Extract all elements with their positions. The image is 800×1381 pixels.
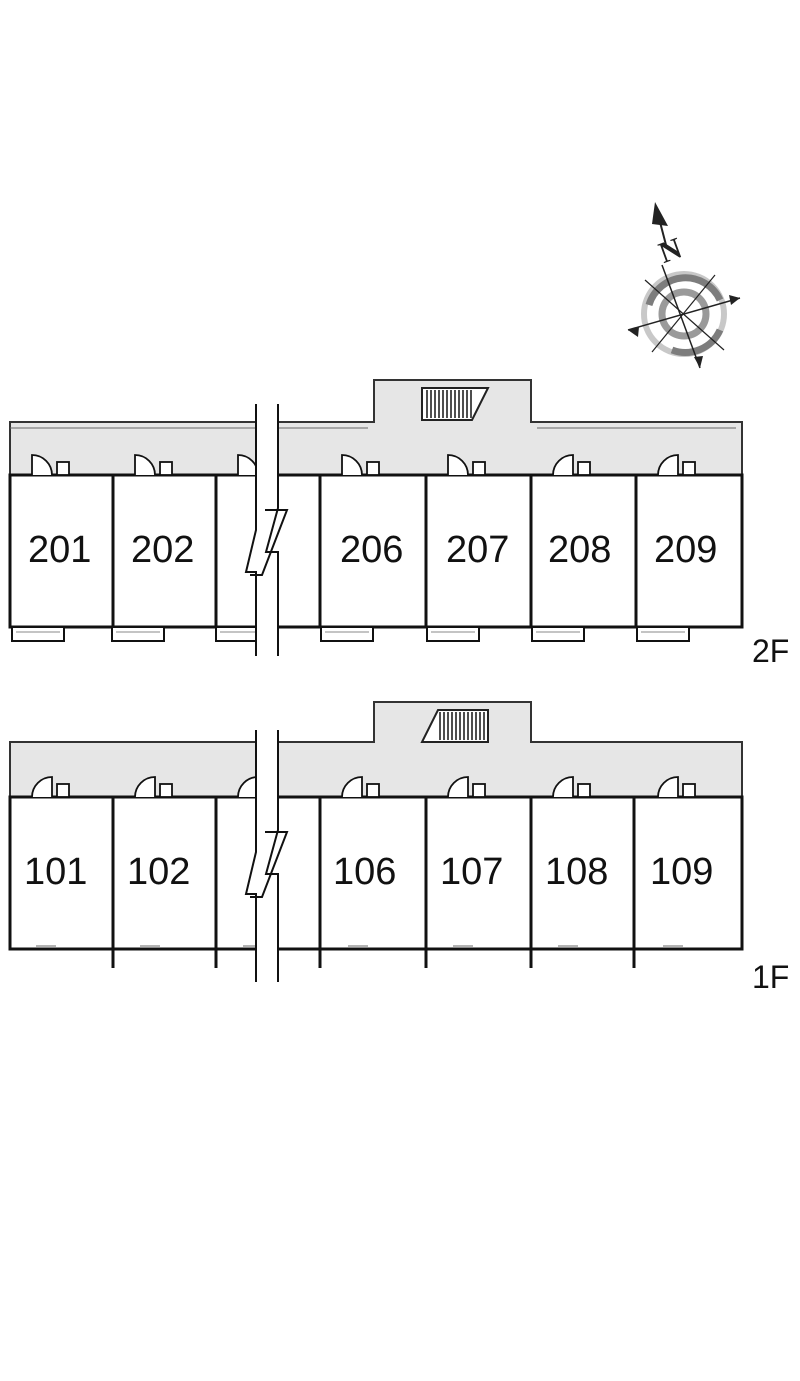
north-arrow-icon [652,202,668,226]
door-icons-2f [31,454,696,476]
unit-label: 209 [654,529,717,571]
unit-label: 206 [340,529,403,571]
unit-label: 207 [446,529,509,571]
unit-label: 208 [548,529,611,571]
staircase-1f [420,709,489,743]
unit-label: 107 [440,851,503,893]
unit-label: 106 [333,851,396,893]
unit-labels-1f: 101 102 106 107 108 109 [24,851,713,893]
unit-label: 102 [127,851,190,893]
compass-north-label: N [655,231,687,270]
floor-2f-plan: 201 202 206 207 208 209 2F [8,379,789,669]
unit-label: 202 [131,529,194,571]
unit-label: 108 [545,851,608,893]
compass-rose-icon: N [627,202,741,369]
unit-label: 201 [28,529,91,571]
staircase-2f [421,387,490,421]
floor-label-1f: 1F [752,959,789,995]
unit-label: 109 [650,851,713,893]
unit-labels-2f: 201 202 206 207 208 209 [28,529,717,571]
floor-1f-plan: 101 102 106 107 108 109 1F [8,701,789,995]
floor-label-2f: 2F [752,633,789,669]
unit-label: 101 [24,851,87,893]
corridor-1f [9,701,743,798]
door-icons-1f [31,776,696,798]
